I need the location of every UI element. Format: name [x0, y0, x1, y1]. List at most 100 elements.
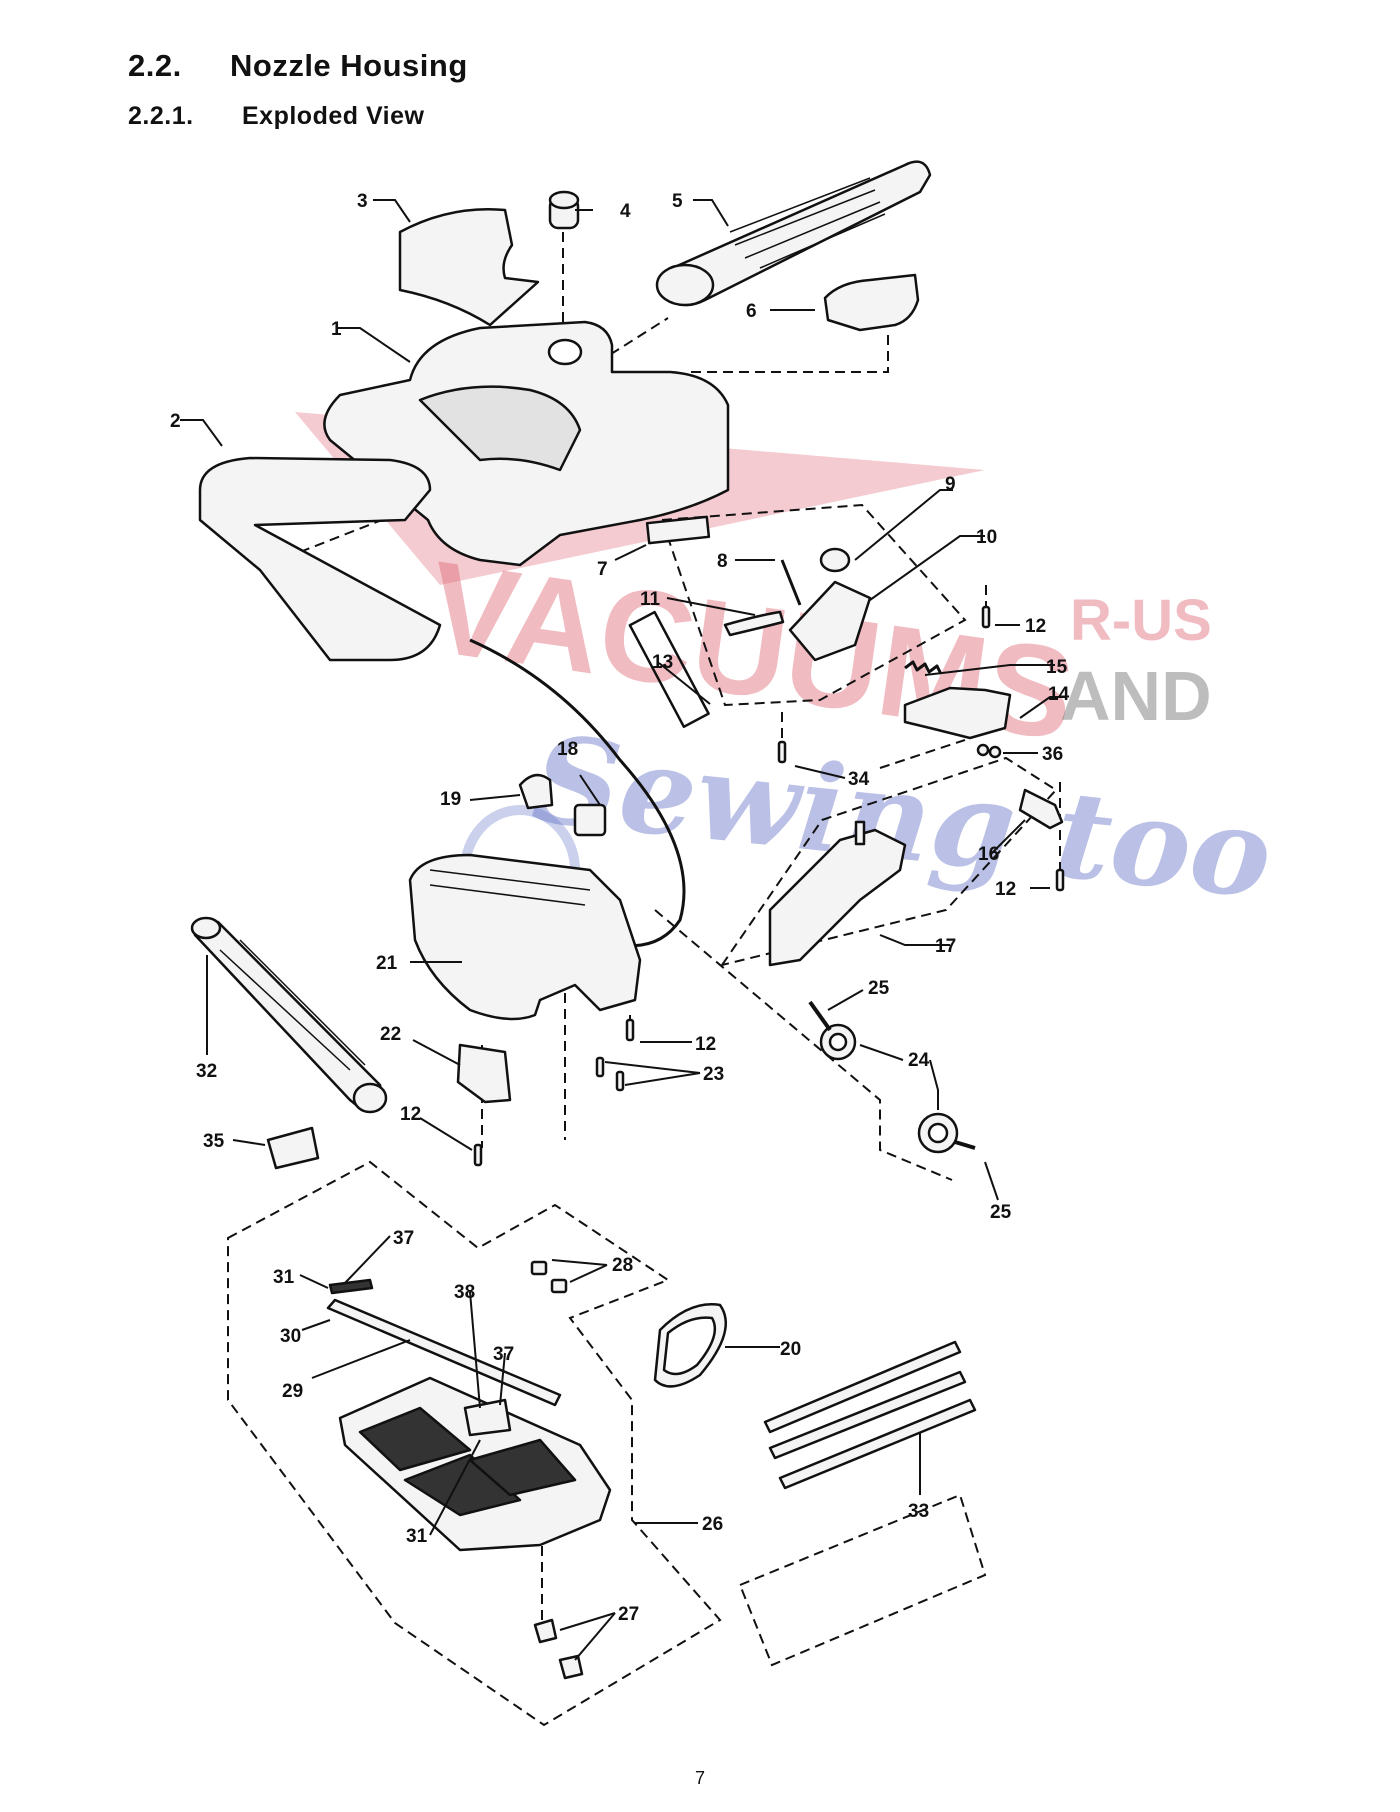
- part-6-pedal: [823, 273, 920, 332]
- label-31-a: 31: [273, 1267, 295, 1288]
- label-1: 1: [331, 319, 342, 340]
- part-35-bracket: [266, 1126, 320, 1170]
- dash-group-29-31: [227, 1160, 722, 1727]
- dash-group-9-11: [660, 503, 967, 707]
- label-15: 15: [1046, 657, 1068, 678]
- label-9: 9: [945, 474, 956, 495]
- part-24-wheels: [819, 1023, 959, 1154]
- leader-lines: [180, 199, 1065, 1661]
- label-19: 19: [440, 789, 461, 810]
- label-17: 17: [935, 936, 956, 957]
- label-30: 30: [280, 1326, 301, 1347]
- section-title: Nozzle Housing: [230, 48, 468, 83]
- part-8-pin: [780, 559, 802, 606]
- label-25-a: 25: [868, 978, 890, 999]
- label-11: 11: [640, 589, 661, 610]
- dash-part2: [299, 504, 421, 553]
- part-25-axles: [808, 1000, 976, 1150]
- section-heading: 2.2. Nozzle Housing: [128, 48, 468, 84]
- label-37-b: 37: [493, 1344, 514, 1365]
- alignment-lines: [227, 232, 1061, 1727]
- part-15-spring: [904, 660, 943, 675]
- dash-wheel-axle: [654, 909, 953, 1181]
- part-9-spring: [819, 547, 851, 573]
- part-23-screws: [595, 1056, 625, 1092]
- part-17-pin: [854, 820, 866, 846]
- subsection-title: Exploded View: [242, 102, 425, 130]
- label-16: 16: [978, 844, 999, 865]
- part-1-nozzle-housing: [323, 320, 730, 567]
- part-18-socket: [573, 803, 607, 837]
- part-10-latch: [788, 580, 872, 662]
- label-29: 29: [282, 1381, 303, 1402]
- label-34: 34: [848, 769, 870, 790]
- label-35: 35: [203, 1131, 225, 1152]
- label-13: 13: [652, 652, 673, 673]
- label-37-a: 37: [393, 1228, 414, 1249]
- part-17-base-plate: [768, 828, 907, 967]
- part-27-clips: [533, 1618, 584, 1680]
- label-3: 3: [357, 191, 368, 212]
- label-38: 38: [454, 1282, 475, 1303]
- label-2: 2: [170, 411, 181, 432]
- part-7-strip: [645, 515, 711, 545]
- part-28-clips: [530, 1260, 568, 1294]
- part-labels: 1 2 3 4 5 6 7 8 9 10 11 12 13 14 15 16 1…: [170, 191, 1070, 1625]
- label-12-c: 12: [695, 1034, 716, 1055]
- subsection-heading: 2.2.1. Exploded View: [128, 102, 424, 131]
- label-6: 6: [746, 301, 757, 322]
- part-36-washers: [976, 743, 1002, 759]
- parts: [190, 160, 1065, 1680]
- part-14-release-pedal: [903, 686, 1012, 740]
- label-22: 22: [380, 1024, 401, 1045]
- page-number: 7: [694, 1768, 705, 1788]
- part-29-bottom-plate: [338, 1376, 612, 1552]
- part-21-brush-housing: [408, 853, 642, 1021]
- label-10: 10: [976, 527, 997, 548]
- part-31-pad: [328, 1278, 374, 1295]
- part-33-bristle-strips: [763, 1340, 977, 1490]
- watermark-text-and: AND: [1060, 657, 1212, 735]
- part-20-belt: [653, 1303, 728, 1388]
- part-19-bulb: [518, 773, 554, 810]
- label-20: 20: [780, 1339, 801, 1360]
- label-12-d: 12: [400, 1104, 421, 1125]
- dash-group-33: [738, 1493, 987, 1667]
- label-4: 4: [620, 201, 631, 222]
- label-23: 23: [703, 1064, 724, 1085]
- section-number: 2.2.: [128, 48, 182, 83]
- label-26: 26: [702, 1514, 723, 1535]
- part-13-light-lens: [628, 610, 710, 729]
- label-27: 27: [618, 1604, 639, 1625]
- label-12-a: 12: [1025, 616, 1046, 637]
- label-7: 7: [597, 559, 608, 580]
- label-8: 8: [717, 551, 728, 572]
- label-14: 14: [1048, 684, 1070, 705]
- label-25-b: 25: [990, 1202, 1012, 1223]
- label-5: 5: [672, 191, 683, 212]
- part-11-bracket: [723, 610, 785, 637]
- part-2-bumper: [198, 456, 442, 662]
- subsection-number: 2.2.1.: [128, 102, 194, 130]
- label-28: 28: [612, 1255, 633, 1276]
- part-5-hose: [655, 160, 932, 307]
- part-4-knob: [548, 190, 580, 230]
- part-12-screws: [473, 605, 1065, 1167]
- part-22-clip: [456, 1043, 512, 1104]
- label-12-b: 12: [995, 879, 1016, 900]
- dash-part6: [687, 335, 889, 465]
- part-34-screw: [777, 740, 787, 764]
- wire: [469, 638, 686, 948]
- part-16-lever: [1018, 788, 1064, 830]
- label-32: 32: [196, 1061, 217, 1082]
- part-32-brush-roll: [190, 916, 388, 1114]
- part-3-top-cover: [398, 207, 540, 327]
- watermark-text-r-us: R-US: [1070, 588, 1212, 653]
- dash-group-17: [719, 756, 1058, 967]
- part-38-clip: [463, 1398, 512, 1437]
- label-21: 21: [376, 953, 398, 974]
- label-24: 24: [908, 1050, 930, 1071]
- label-33: 33: [908, 1501, 929, 1522]
- label-31-b: 31: [406, 1526, 428, 1547]
